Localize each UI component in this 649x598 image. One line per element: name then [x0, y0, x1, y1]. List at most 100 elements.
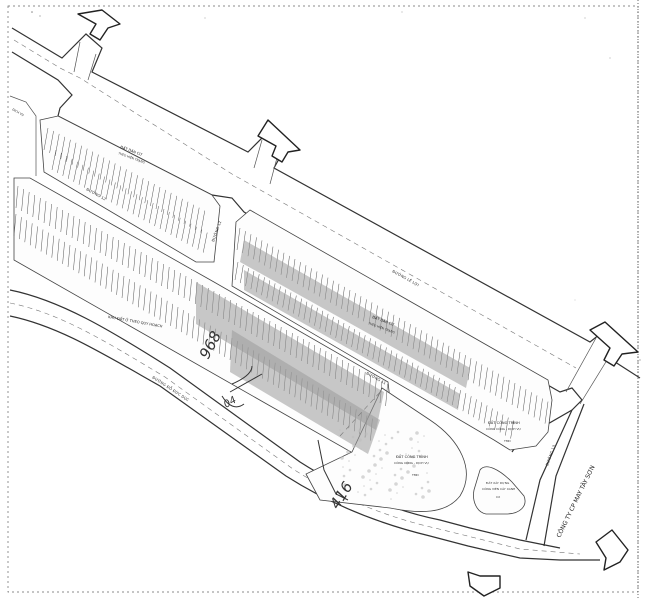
- left-road-stub: [9, 95, 37, 176]
- speckle: [369, 487, 373, 491]
- speckle: [369, 479, 371, 481]
- lot-divider: [132, 194, 138, 215]
- lot-divider: [161, 263, 164, 287]
- lot-divider: [13, 213, 17, 237]
- lot-divider: [62, 241, 65, 264]
- lot-divider: [143, 200, 149, 221]
- lot-divider: [57, 152, 62, 173]
- lot-divider: [67, 158, 73, 179]
- lot-divider: [165, 211, 170, 232]
- lot-divider: [138, 178, 144, 201]
- area-label-public-1-sub: CÔNG CỘNG - DỊCH VỤ: [486, 426, 521, 431]
- lot-divider: [175, 217, 181, 238]
- lot-divider: [517, 386, 521, 409]
- lot-divider: [105, 179, 111, 200]
- lot-divider: [122, 169, 127, 192]
- lot-divider: [62, 155, 68, 176]
- shaded-lot-area: [230, 330, 380, 454]
- lot-divider: [111, 182, 116, 203]
- lot-divider: [170, 214, 176, 235]
- lot-divider: [127, 172, 133, 195]
- speckle: [348, 460, 350, 462]
- speckle: [342, 474, 346, 478]
- lot-divider: [197, 229, 203, 250]
- speckle: [364, 432, 368, 436]
- lot-divider: [191, 316, 195, 339]
- lot-divider: [78, 164, 84, 185]
- lot-divider: [170, 303, 173, 326]
- lot-divider: [181, 220, 186, 241]
- lot-divider: [240, 265, 244, 284]
- lot-divider: [172, 195, 178, 218]
- lot-divider: [234, 261, 239, 281]
- speckle: [399, 467, 403, 471]
- scan-noise: [31, 11, 641, 361]
- lot-divider: [148, 203, 154, 224]
- lot-divider: [73, 161, 78, 182]
- lot-divider: [154, 294, 157, 317]
- road-label-13: ĐƯỜNG 13: [544, 444, 556, 466]
- speckle: [354, 454, 356, 456]
- road-13-edge-b: [543, 403, 585, 547]
- lot-divider: [29, 223, 33, 246]
- lot-divider: [194, 207, 200, 230]
- lot-divider: [66, 139, 71, 162]
- lot-divider: [66, 212, 69, 236]
- speckle: [390, 498, 392, 500]
- block-public-oval: [305, 387, 467, 512]
- lot-divider: [94, 173, 100, 194]
- lot-divider: [133, 248, 136, 272]
- speckle: [414, 492, 418, 496]
- lot-divider: [26, 191, 30, 215]
- lot-divider: [82, 221, 86, 245]
- lot-divider: [24, 220, 28, 243]
- lot-divider: [88, 151, 94, 174]
- lot-divider: [116, 166, 122, 189]
- lot-divider: [121, 275, 125, 299]
- lot-divider: [236, 227, 241, 251]
- lot-divider: [172, 269, 176, 293]
- lot-divider: [539, 398, 543, 421]
- lot-divider: [499, 414, 504, 433]
- lot-divider: [166, 266, 170, 290]
- speckle: [415, 431, 419, 435]
- speckle: [351, 435, 355, 439]
- lot-divider: [484, 367, 488, 390]
- lot-divider: [143, 288, 146, 311]
- lot-divider: [40, 229, 44, 252]
- speckle: [384, 442, 388, 446]
- speckle: [339, 429, 341, 431]
- lot-divider: [462, 393, 467, 412]
- area-label-public-2-code: TMD: [411, 473, 419, 477]
- lot-divider: [544, 401, 549, 424]
- sheet-frame: [7, 5, 639, 593]
- lot-divider: [202, 232, 208, 253]
- road-13-edge-a: [525, 409, 573, 541]
- area-label-left-edge: ĐỊCH VỤ: [12, 107, 25, 117]
- lot-divider: [78, 251, 82, 274]
- speckle: [394, 482, 398, 486]
- speckle: [361, 475, 365, 479]
- speckle: [409, 437, 413, 441]
- speckle: [375, 481, 379, 485]
- lot-divider: [54, 206, 58, 230]
- shaded-lot-area: [240, 240, 470, 388]
- lot-divider: [155, 260, 159, 284]
- speckle: [360, 448, 362, 450]
- lot-divider: [116, 239, 120, 263]
- lot-divider: [192, 226, 197, 247]
- lot-divider: [181, 310, 184, 333]
- lot-divider: [127, 279, 130, 302]
- lot-divider: [51, 149, 57, 171]
- lot-divider: [159, 297, 163, 320]
- lot-divider: [89, 257, 92, 280]
- lot-divider: [51, 235, 55, 258]
- lot-divider: [83, 254, 87, 277]
- lot-divider: [110, 236, 114, 260]
- lot-boundary-dash: [339, 389, 383, 437]
- lot-divider: [533, 395, 538, 418]
- lot-divider: [67, 244, 71, 268]
- lot-divider: [82, 148, 88, 171]
- speckle: [405, 461, 409, 465]
- lot-divider: [46, 232, 49, 255]
